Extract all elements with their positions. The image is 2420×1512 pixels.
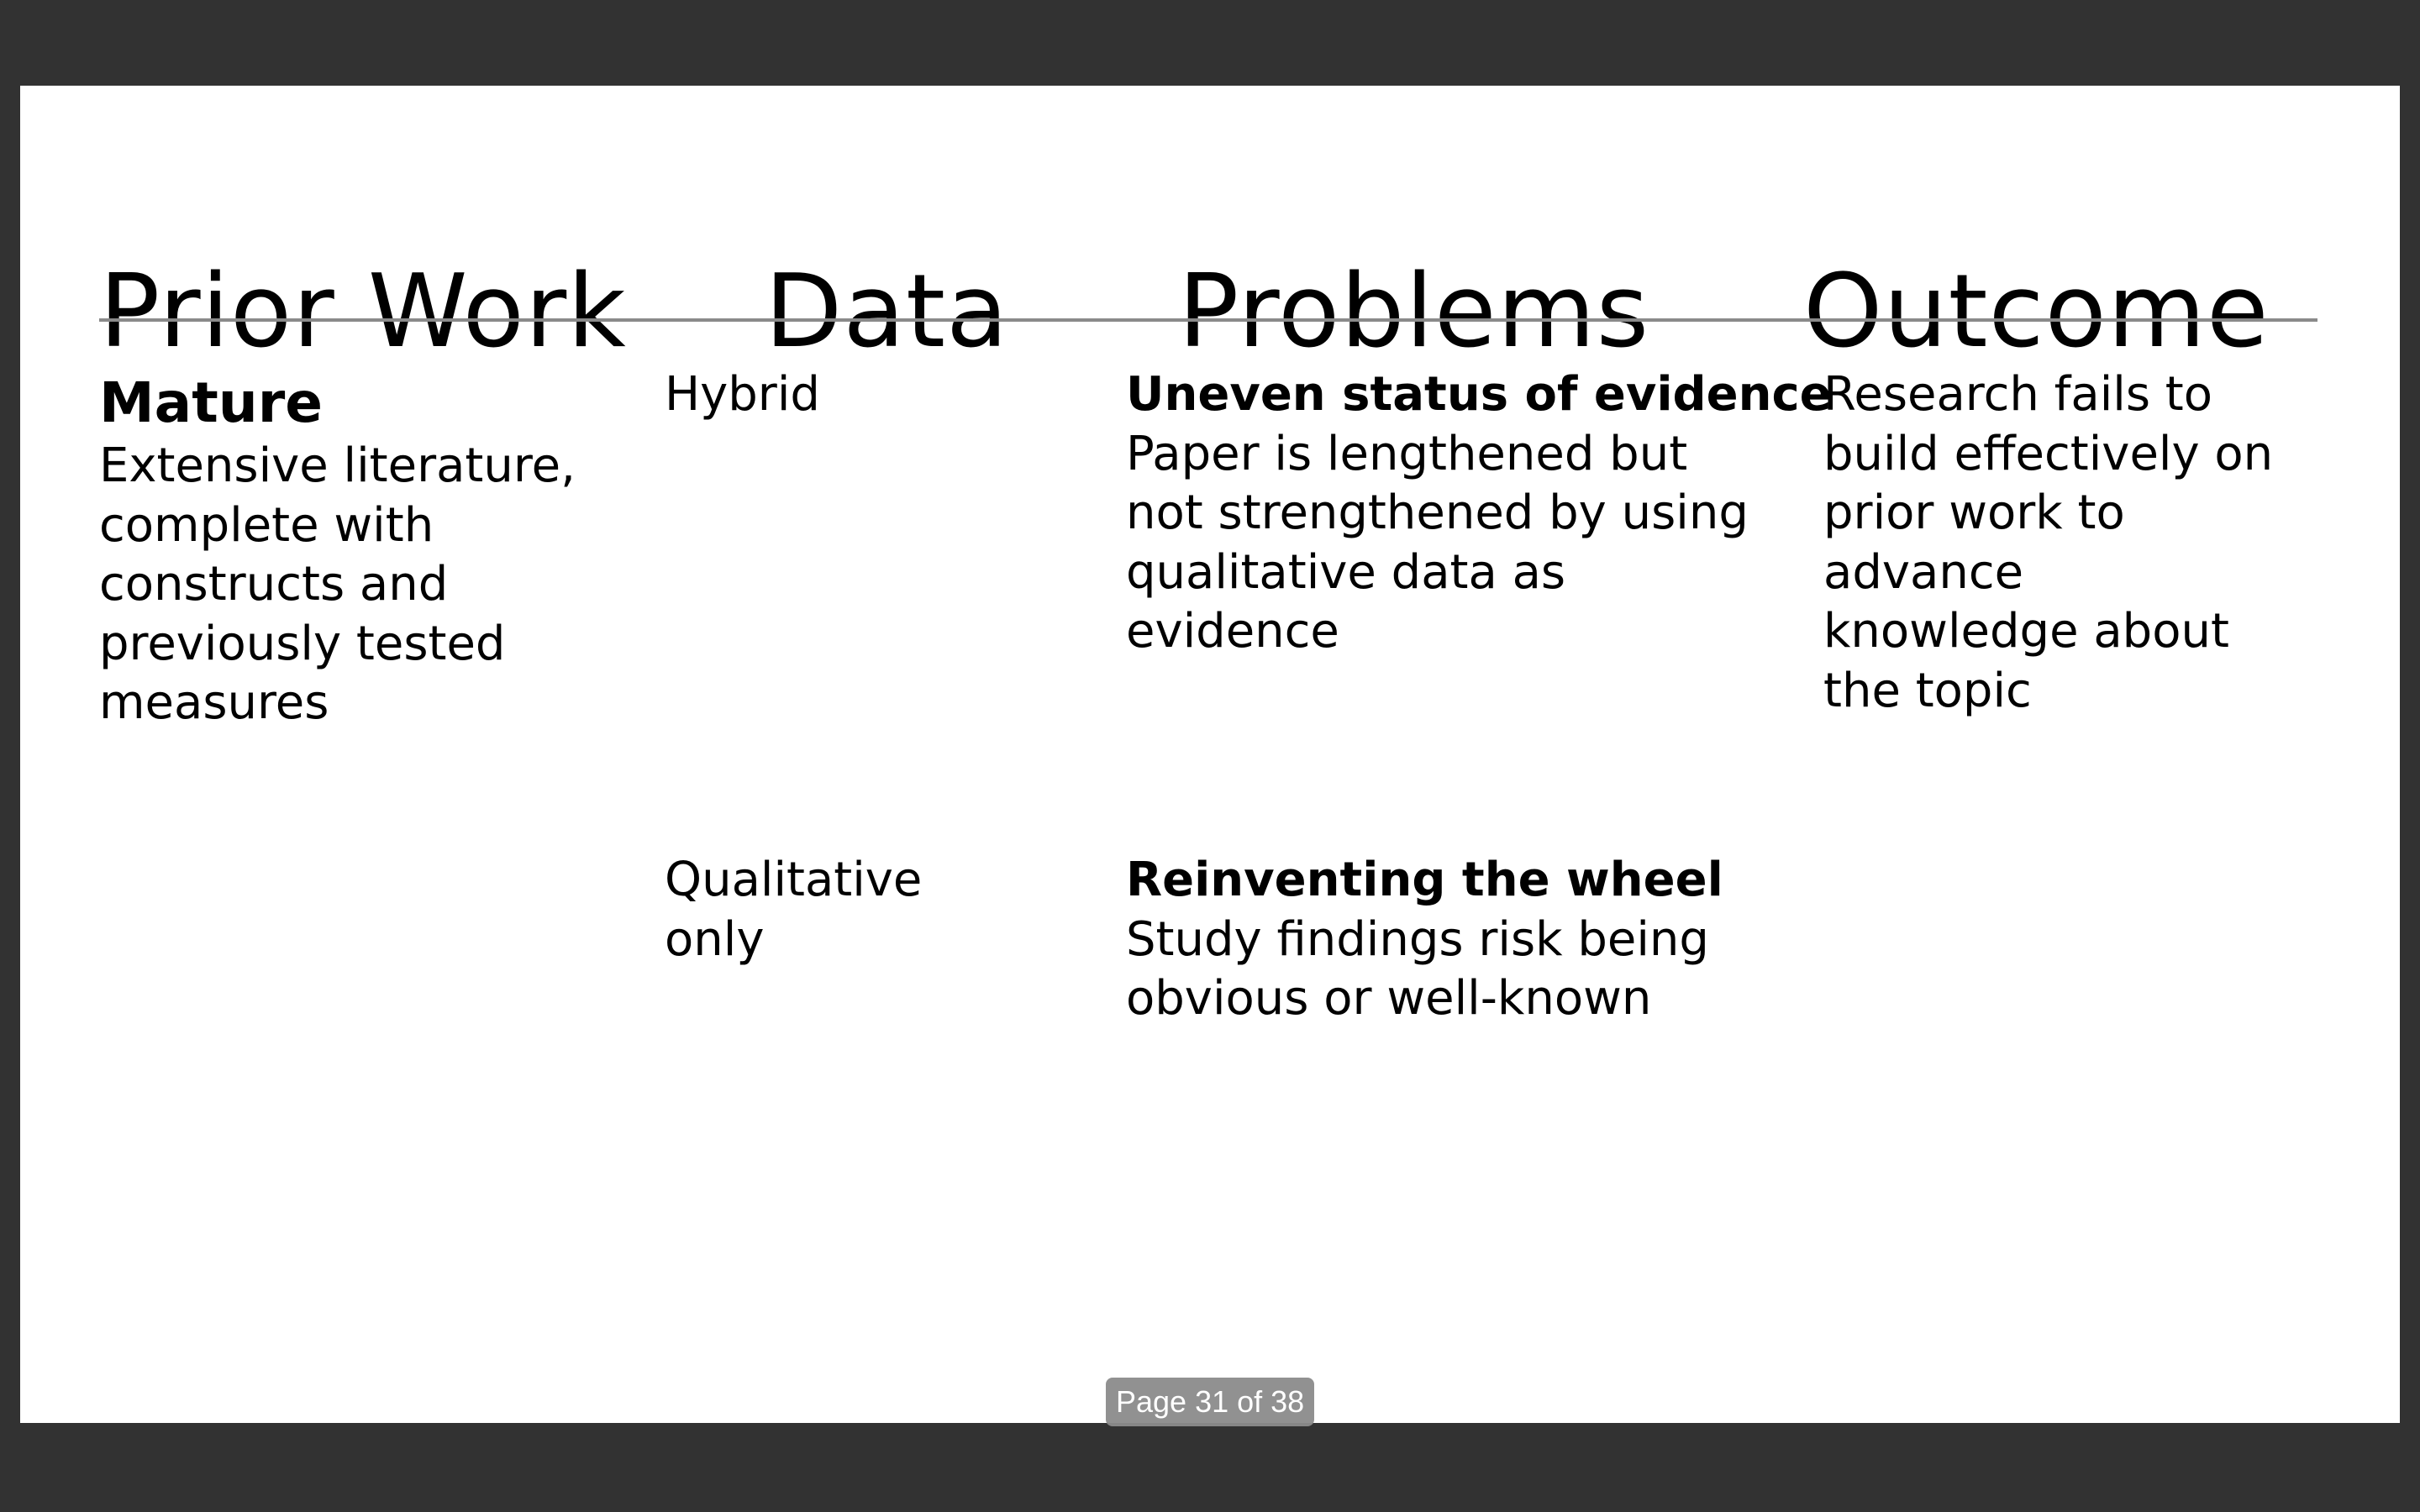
heading-divider [99,318,2317,322]
problem-line: qualitative data as [1126,544,1566,600]
data-cell-hybrid: Hybrid [665,365,820,425]
prior-work-line: previously tested [99,616,506,671]
prior-work-title: Mature [99,370,324,435]
slide-page: Prior Work Data Problems Outcome Mature … [20,86,2400,1423]
problem-line: obvious or well-known [1126,971,1652,1026]
problem-line: not strengthened by using [1126,486,1749,540]
data-label: Hybrid [665,367,820,422]
problem-cell-uneven-evidence: Uneven status of evidence Paper is lengt… [1126,365,1832,662]
prior-work-cell: Mature Extensive literature, complete wi… [99,370,576,733]
outcome-line: build effectively on [1823,426,2274,481]
problem-line: Study findings risk being [1126,911,1709,967]
prior-work-line: complete with [99,497,434,553]
outcome-line: knowledge about [1823,604,2229,659]
data-cell-qualitative: Qualitative only [665,851,922,969]
problem-line: Paper is lengthened but [1126,426,1688,481]
problem-title: Reinventing the wheel [1126,853,1723,907]
prior-work-line: Extensive literature, [99,438,576,493]
data-label: Qualitative [665,853,923,907]
outcome-line: advance [1823,544,2024,600]
problem-title: Uneven status of evidence [1126,367,1832,422]
data-label: only [665,911,765,967]
page-indicator: Page 31 of 38 [1106,1378,1315,1426]
outcome-cell: Research fails to build effectively on p… [1823,365,2273,721]
outcome-line: prior work to [1823,486,2125,540]
problem-cell-reinventing: Reinventing the wheel Study findings ris… [1126,851,1723,1029]
heading-prior-work: Prior Work [99,254,627,370]
outcome-line: the topic [1823,663,2032,718]
heading-data: Data [765,254,1009,370]
outcome-line: Research fails to [1823,367,2213,422]
problem-line: evidence [1126,604,1339,659]
prior-work-line: measures [99,675,329,730]
prior-work-line: constructs and [99,557,449,612]
heading-outcome: Outcome [1803,254,2270,370]
heading-problems: Problems [1178,254,1650,370]
